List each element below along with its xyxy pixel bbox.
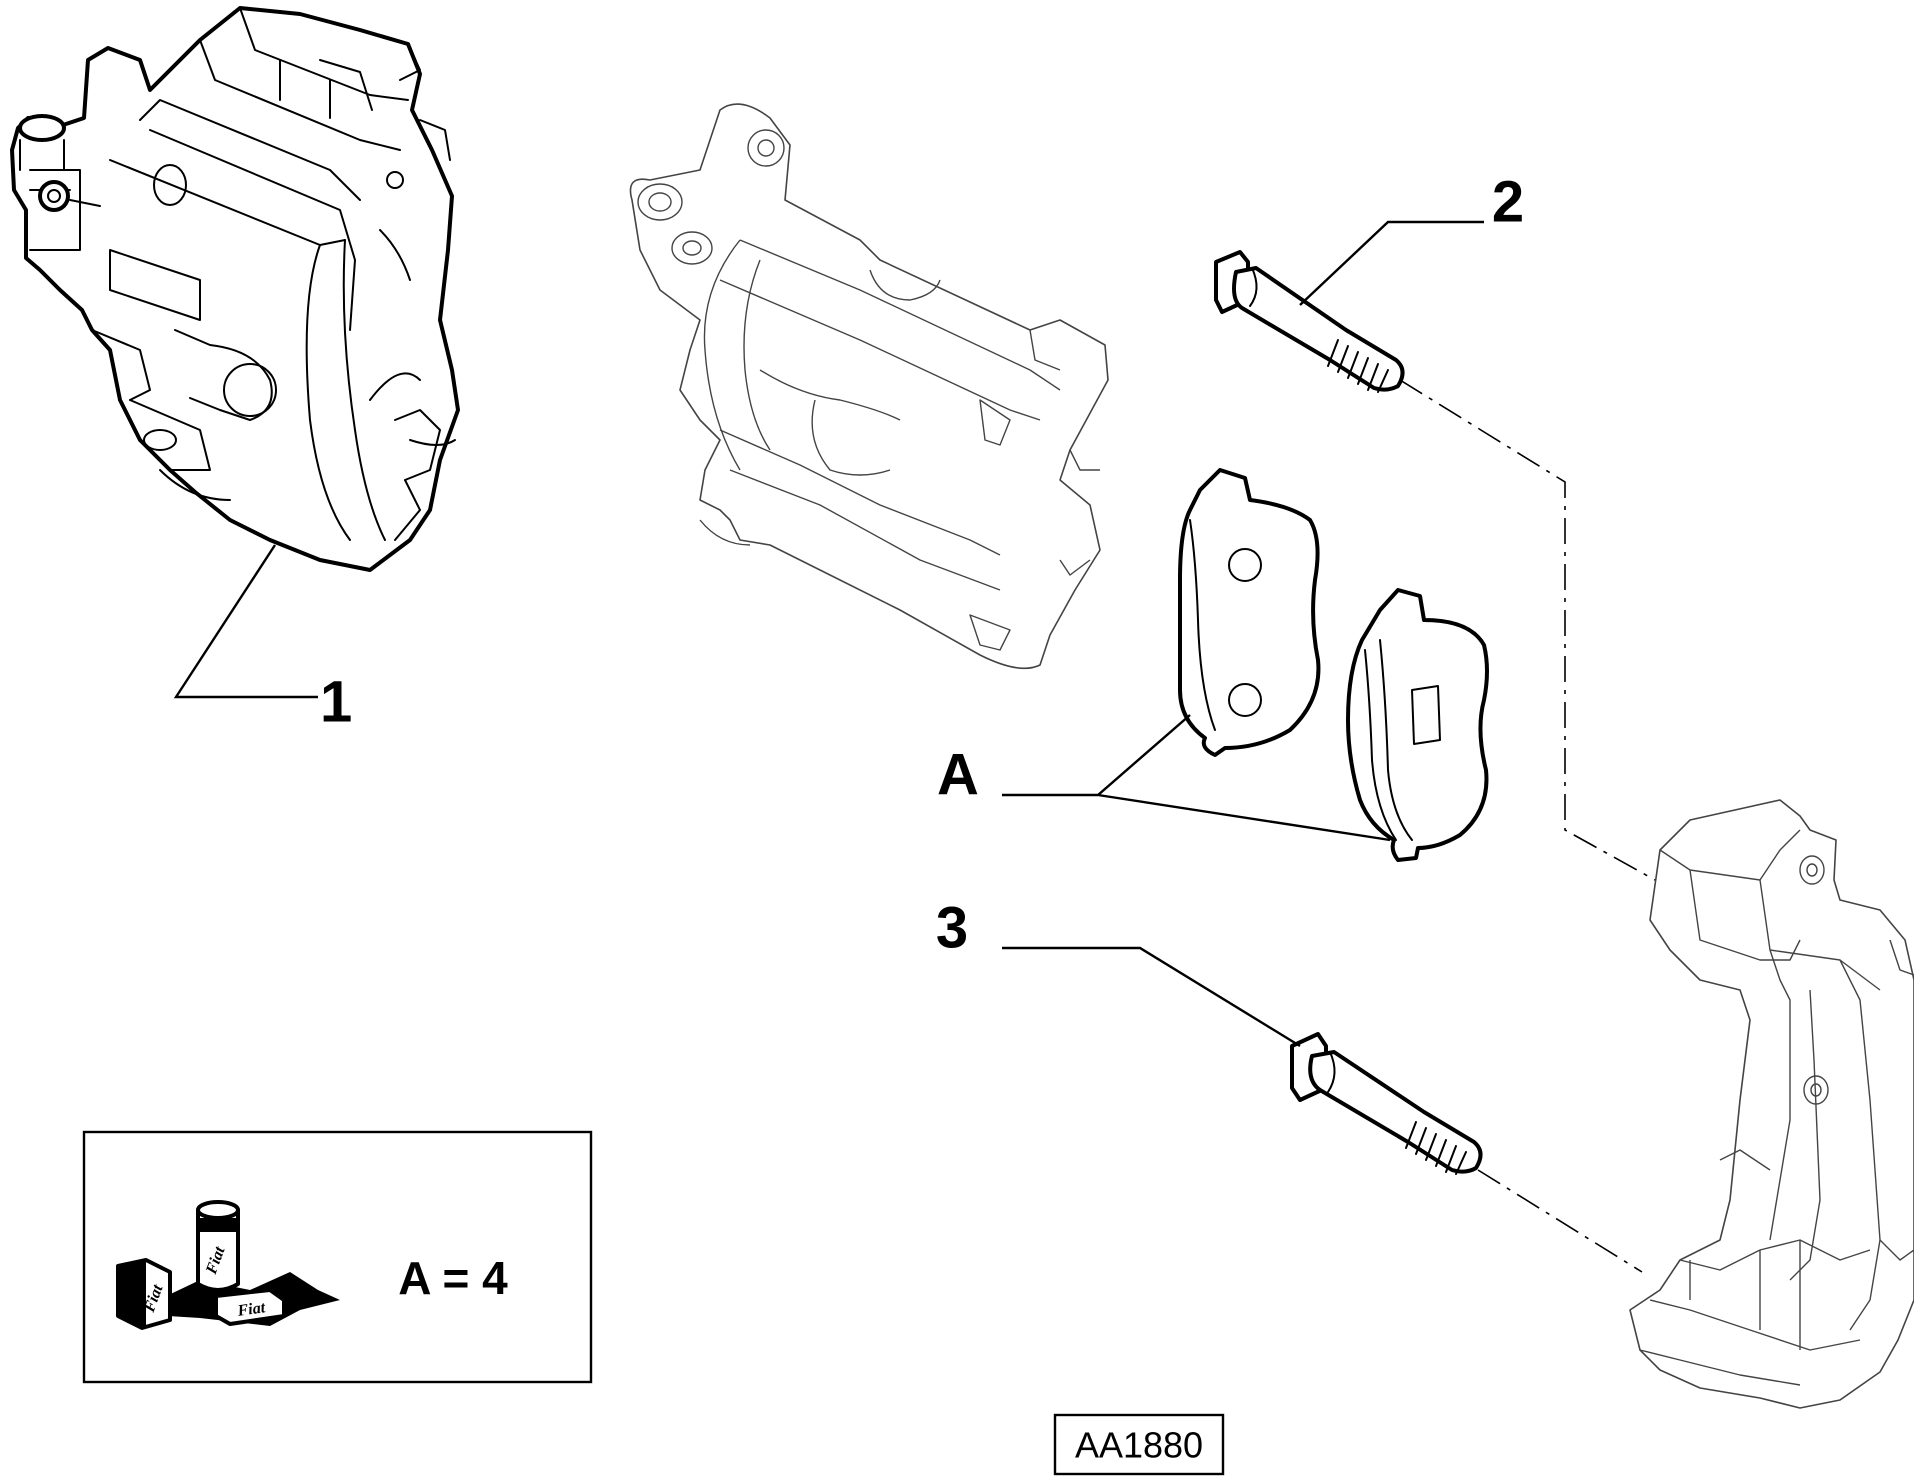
assembly-dashed-lines [1399,379,1656,1273]
brake-pad-outer [1346,588,1489,862]
callout-1-label: 1 [320,670,352,735]
brake-pad-inner [1178,468,1321,757]
kit-quantity-box: Fiat Fiat Fiat A = 4 [82,1130,593,1384]
callout-3: 3 [936,896,1301,1048]
drawing-code-box: AA1880 [1053,1413,1225,1476]
caliper-housing [629,103,1109,670]
caliper-assembly-part-1 [10,6,460,572]
callout-2: 2 [1299,170,1524,306]
drawing-code-label: AA1880 [1075,1425,1203,1466]
guide-bolt-part-2 [1214,250,1405,393]
caliper-bracket [1629,799,1914,1409]
package-brand-card: Fiat [236,1299,267,1320]
callout-3-label: 3 [936,896,968,961]
kit-quantity-label: A = 4 [398,1252,508,1304]
callout-2-label: 2 [1492,170,1524,235]
guide-bolt-part-3 [1290,1032,1483,1175]
spare-parts-package-icon: Fiat Fiat Fiat [116,1200,340,1330]
callout-a: A [937,714,1391,842]
callout-a-label: A [937,743,979,808]
callout-1: 1 [173,544,352,735]
